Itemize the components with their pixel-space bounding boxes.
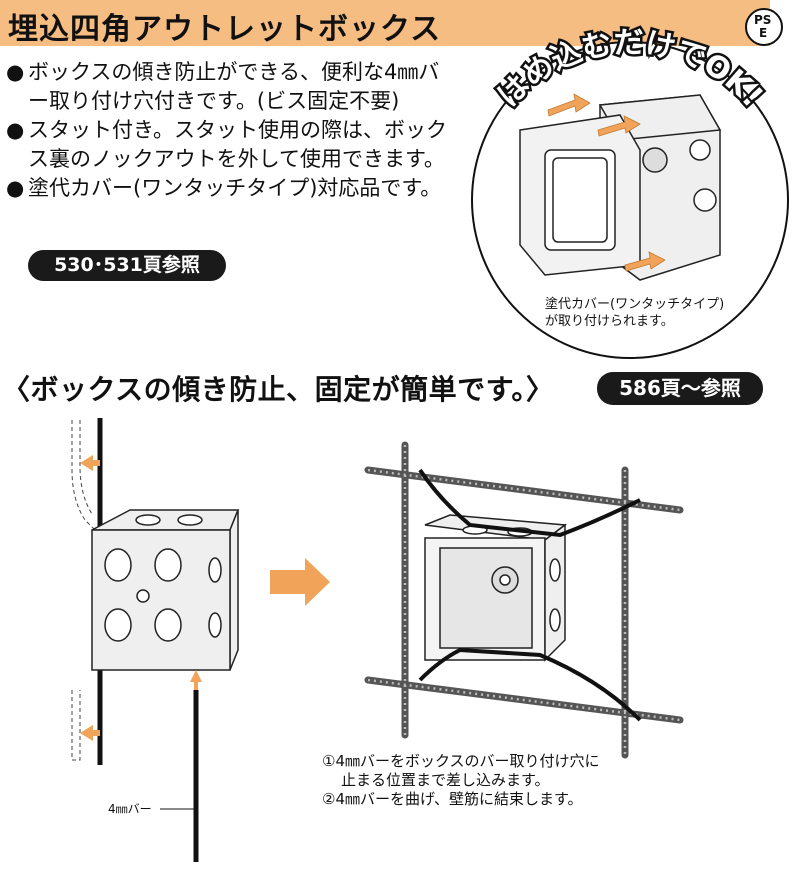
pse-mark-e: E (759, 26, 768, 40)
step-1-line-2: 止まる位置まで差し込みます。 (341, 771, 550, 789)
feature-text: ボックスの傾き防止ができる、便利な4㎜バー取り付け穴付きです。(ビス固定不要) (28, 60, 440, 113)
cover-frame (519, 114, 641, 276)
pse-mark: PS E (745, 8, 783, 46)
bent-bar-outline (71, 420, 96, 761)
rebar-box (424, 514, 568, 662)
bullet-dot: ● (6, 118, 25, 142)
feature-item: ● ボックスの傾き防止ができる、便利な4㎜バー取り付け穴付きです。(ビス固定不要… (6, 58, 451, 116)
feature-item: ● スタット付き。スタット使用の際は、ボックス裏のノックアウトを外して使用できま… (6, 116, 451, 174)
bend-arrows (80, 455, 202, 741)
feature-item: ● 塗代カバー(ワンタッチタイプ)対応品です。 (6, 174, 451, 203)
cover-caption-line1: 塗代カバー(ワンタッチタイプ) (545, 297, 725, 312)
page-title: 埋込四角アウトレットボックス (8, 12, 442, 47)
bullet-dot: ● (6, 176, 25, 200)
bullet-dot: ● (6, 60, 25, 84)
step-2: ②4㎜バーを曲げ、壁筋に結束します。 (322, 790, 583, 808)
section-heading: 〈ボックスの傾き防止、固定が簡単です。〉 (2, 373, 555, 406)
bar-label: 4㎜バー (108, 802, 152, 816)
big-arrow (270, 558, 330, 606)
feature-text: 塗代カバー(ワンタッチタイプ)対応品です。 (28, 176, 442, 200)
feature-list: ● ボックスの傾き防止ができる、便利な4㎜バー取り付け穴付きです。(ビス固定不要… (6, 58, 451, 203)
feature-text: スタット付き。スタット使用の際は、ボックス裏のノックアウトを外して使用できます。 (28, 118, 447, 171)
page-ref-badge: 586頁〜参照 (597, 372, 763, 405)
insert-arrows (547, 93, 666, 272)
title-band (0, 0, 770, 46)
cover-caption: 塗代カバー(ワンタッチタイプ) が取り付けられます。 (545, 296, 724, 330)
outlet-box-drawing (91, 509, 240, 671)
cover-caption-line2: が取り付けられます。 (545, 314, 674, 329)
pse-mark-ps: PS (754, 13, 772, 27)
steps-text: ①4㎜バーをボックスのバー取り付け穴に 止まる位置まで差し込みます。 ②4㎜バー… (322, 752, 600, 809)
tied-bars (418, 468, 642, 722)
rebar-ribs (367, 445, 681, 755)
page-ref-badge: 530･531頁参照 (28, 250, 226, 281)
step-1-line-1: ①4㎜バーをボックスのバー取り付け穴に (322, 752, 600, 770)
